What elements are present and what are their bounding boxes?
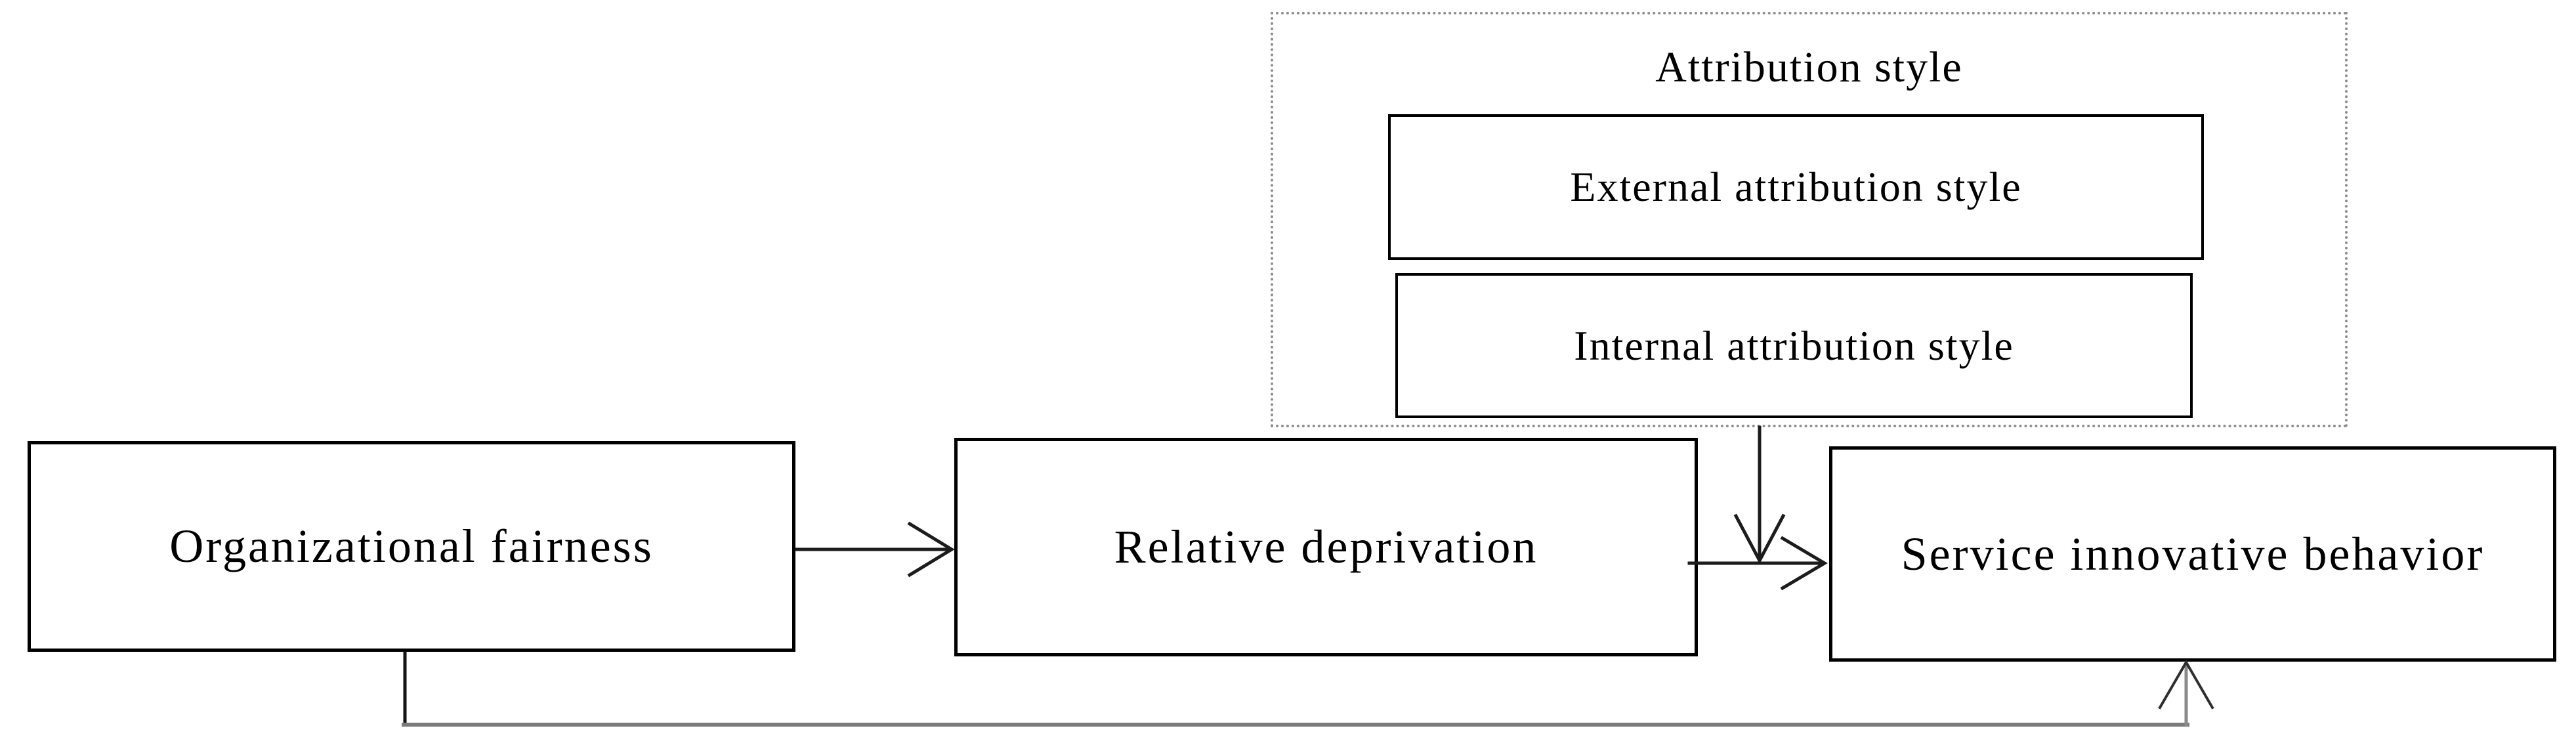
external-attribution-style-box: External attribution style [1388,114,2204,260]
external-attribution-style-label: External attribution style [1570,163,2022,210]
attribution-style-panel: Attribution style External attribution s… [1271,12,2348,427]
organizational-fairness-label: Organizational fairness [169,520,654,572]
internal-attribution-style-label: Internal attribution style [1574,322,2014,369]
arrowhead-up-icon [2158,660,2214,710]
internal-attribution-style-box: Internal attribution style [1395,273,2193,418]
arrow-moderator-to-path [1733,425,1786,564]
relative-deprivation-label: Relative deprivation [1114,521,1538,573]
arrowhead-down-icon [1733,513,1786,564]
arrow-independent-to-mediator [795,521,955,578]
organizational-fairness-box: Organizational fairness [28,441,795,652]
arrow-independent-to-dependent-direct [402,651,2214,727]
attribution-style-title: Attribution style [1655,43,1963,91]
arrowhead-right-icon [1780,536,1828,591]
service-innovative-behavior-box: Service innovative behavior [1829,446,2556,662]
service-innovative-behavior-label: Service innovative behavior [1901,527,2485,580]
arrow-mediator-to-dependent [1687,536,1828,591]
arrowhead-right-icon [907,521,955,578]
relative-deprivation-box: Relative deprivation [954,438,1698,656]
